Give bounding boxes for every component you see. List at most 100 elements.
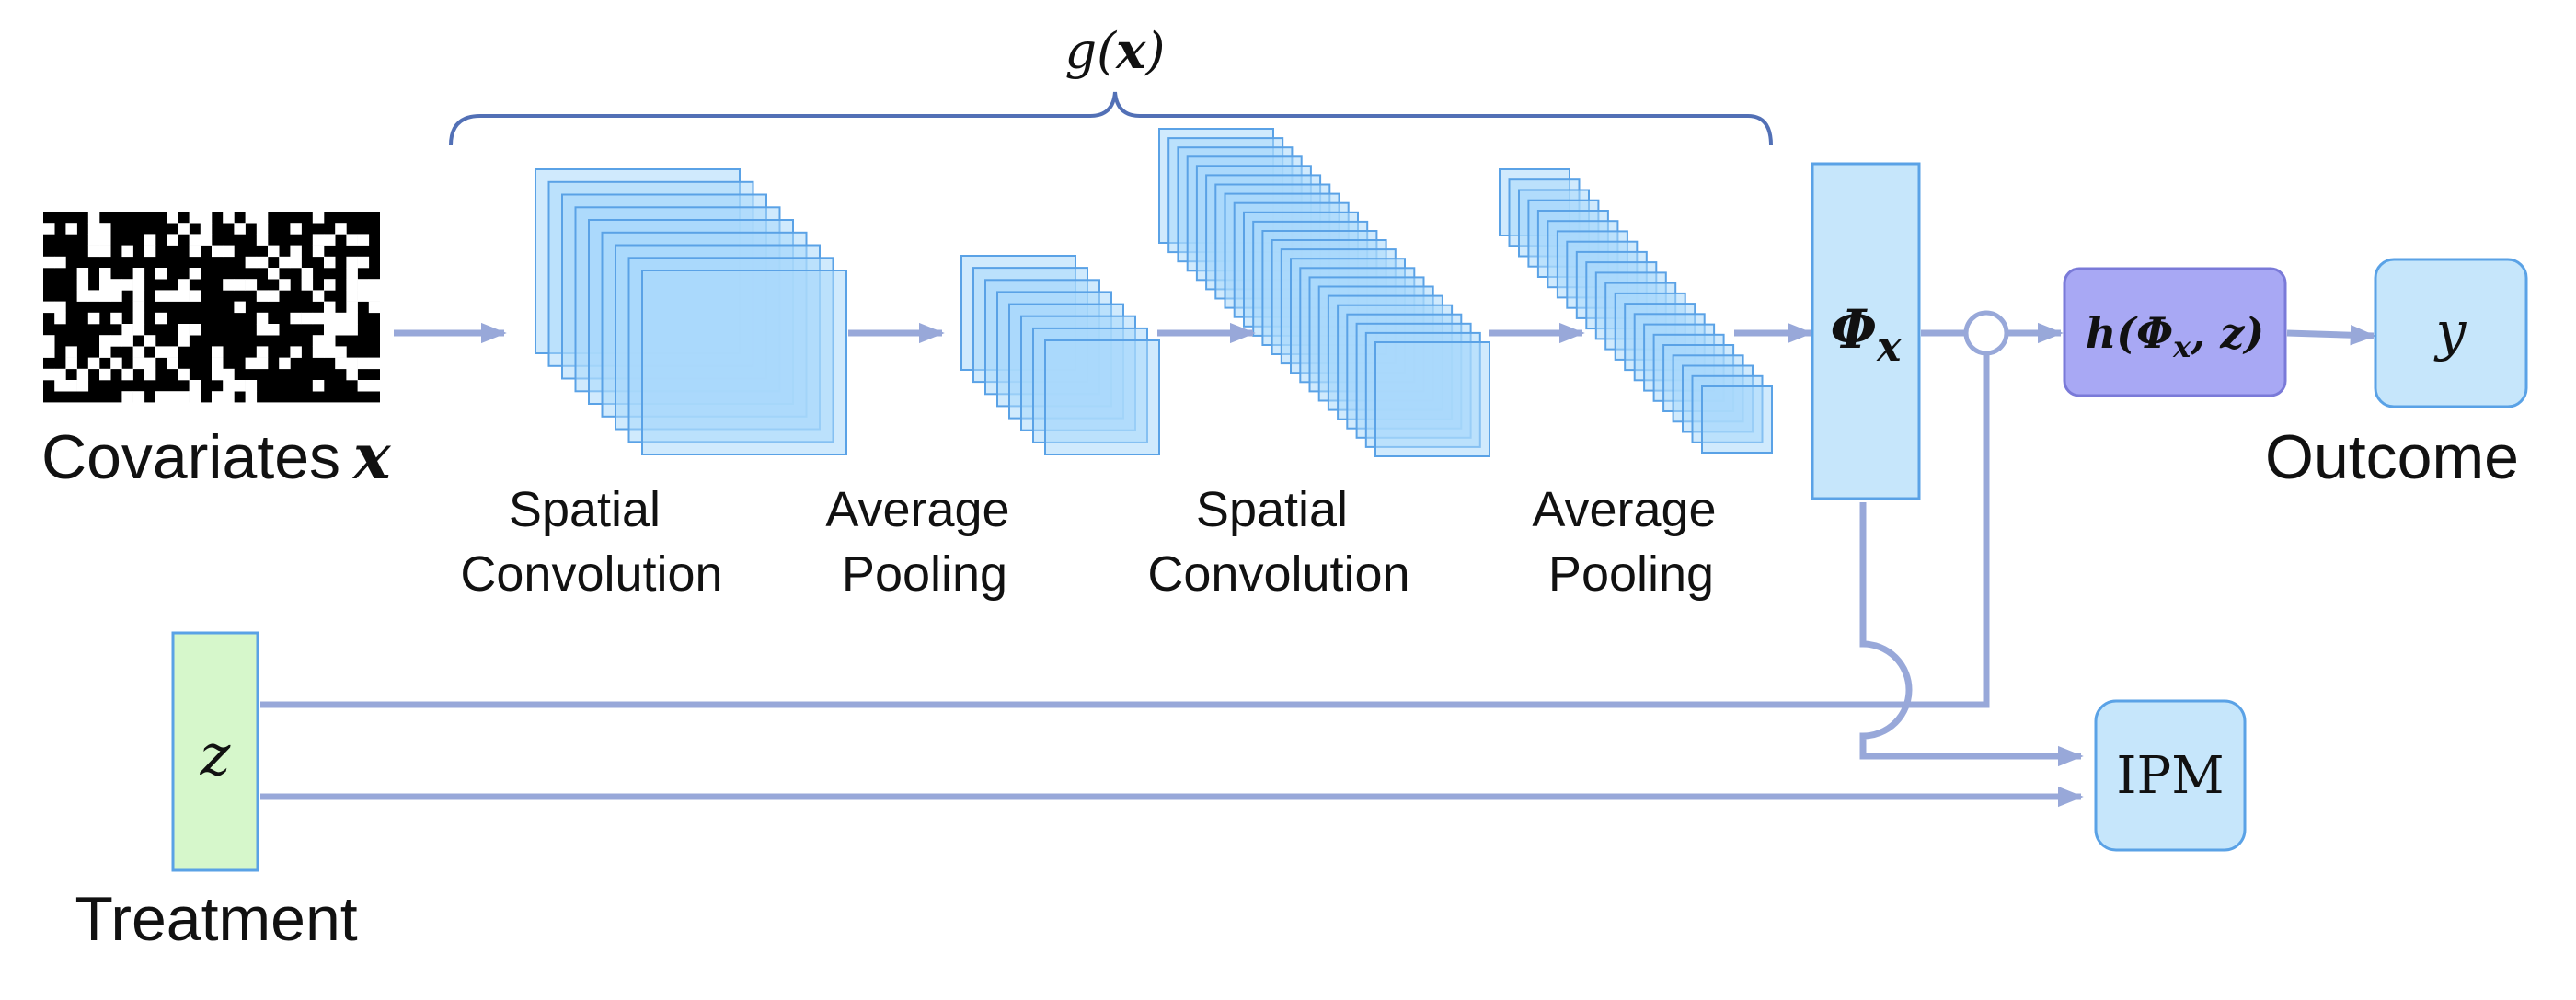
layer-1-line2: Convolution [460,546,722,602]
ipm-label: IPM [2116,746,2224,806]
covariate-pixel [368,301,381,314]
covariate-pixel [43,223,55,235]
head-arg1: Φ [2136,308,2173,358]
treatment-symbol: z [200,721,231,788]
covariate-pixel [65,346,77,358]
covariate-pixel [324,346,336,358]
covariate-pixel [368,380,381,392]
covariate-pixel [65,380,77,392]
ipm-box [2094,699,2247,852]
covariate-pixel [324,324,336,336]
covariate-pixel [65,357,77,370]
covariate-pixel [99,346,111,358]
covariate-pixel [368,290,381,302]
covariate-pixel [189,212,201,224]
covariate-pixel [256,256,269,269]
conv-stack-2 [1158,128,1490,457]
covariate-pixel [132,301,145,314]
layer-1-line1: Spatial [509,482,661,537]
head-close: ) [2242,308,2264,358]
covariate-pixel [43,346,55,358]
covariate-pixel [87,234,100,246]
treatment-box [171,631,259,872]
covariate-pixel [144,245,156,258]
covariate-pixel [87,290,100,302]
covariate-pixel [346,234,358,246]
covariate-pixel [346,268,358,280]
covariate-pixel [178,368,190,381]
covariate-pixel [76,380,89,392]
covariate-pixel [368,357,381,370]
treatment-label: Treatment [75,884,357,954]
covariate-pixel [324,335,336,347]
layer-4-line2: Pooling [1548,546,1714,602]
outcome-box [2374,258,2528,408]
covariate-pixel [290,312,302,325]
covariate-pixel [212,357,224,370]
covariate-pixel [155,391,167,403]
covariate-pixel [268,245,280,258]
encoder-label-func: g( [1065,22,1119,80]
layer-2-line1: Average [825,482,1009,537]
covariate-pixel [256,234,269,246]
covariate-pixel [279,357,291,370]
outcome-label: Outcome [2265,422,2519,492]
covariate-pixel [144,357,156,370]
covariate-pixel [99,234,111,246]
covariate-pixel [167,212,178,224]
covariate-pixel [312,234,325,246]
representation-box [1811,162,1921,500]
covariate-pixel [346,357,358,370]
covariate-pixel [301,268,314,280]
covariate-pixel [87,357,100,370]
covariate-pixel [54,312,66,325]
encoder-label-close: ) [1144,22,1165,80]
covariate-pixel [178,223,190,235]
covariate-pixel [223,368,235,381]
covariate-pixel [178,335,190,347]
covariate-pixel [256,357,269,370]
covariate-pixel [212,346,224,358]
covariate-pixel [335,312,347,325]
covariate-pixel [132,346,145,358]
covariate-pixel [256,212,269,224]
covariate-pixel [279,256,291,269]
covariate-pixel [87,223,100,235]
covariate-pixel [144,368,156,381]
covariate-pixel [290,223,302,235]
covariate-pixel [290,245,302,258]
head-arg2: z [2219,308,2245,358]
layer-4-line1: Average [1532,482,1716,537]
covariate-pixel [189,391,201,403]
covariate-pixel [346,290,358,302]
covariate-pixel [189,268,201,280]
covariate-pixel [99,268,111,280]
covariate-pixel [76,268,89,280]
covariate-pixel [99,279,111,291]
covariate-pixel [346,301,358,314]
covariate-pixel [256,324,269,336]
covariate-pixel [234,279,246,291]
covariate-pixel [167,346,178,358]
covariate-pixel [234,223,246,235]
covariate-pixel [121,368,133,381]
covariate-pixel [357,380,370,392]
covariate-pixel [132,290,145,302]
covariate-pixel [121,245,133,258]
covariate-pixel [155,346,167,358]
covariate-pixel [368,279,381,291]
covariate-pixel [65,223,77,235]
covariate-pixel [245,357,258,370]
covariate-pixel [76,368,89,381]
arrow-head-to-outcome [2286,325,2376,346]
covariate-pixel [357,256,370,269]
covariate-pixel [200,223,213,235]
covariate-pixel [268,268,280,280]
head-box [2063,267,2287,397]
covariate-pixel [87,245,100,258]
head-sep: , [2190,308,2220,358]
covariate-pixel [43,256,55,269]
covariate-pixel [346,368,358,381]
head-label: h(Φx, z) [2086,308,2264,364]
